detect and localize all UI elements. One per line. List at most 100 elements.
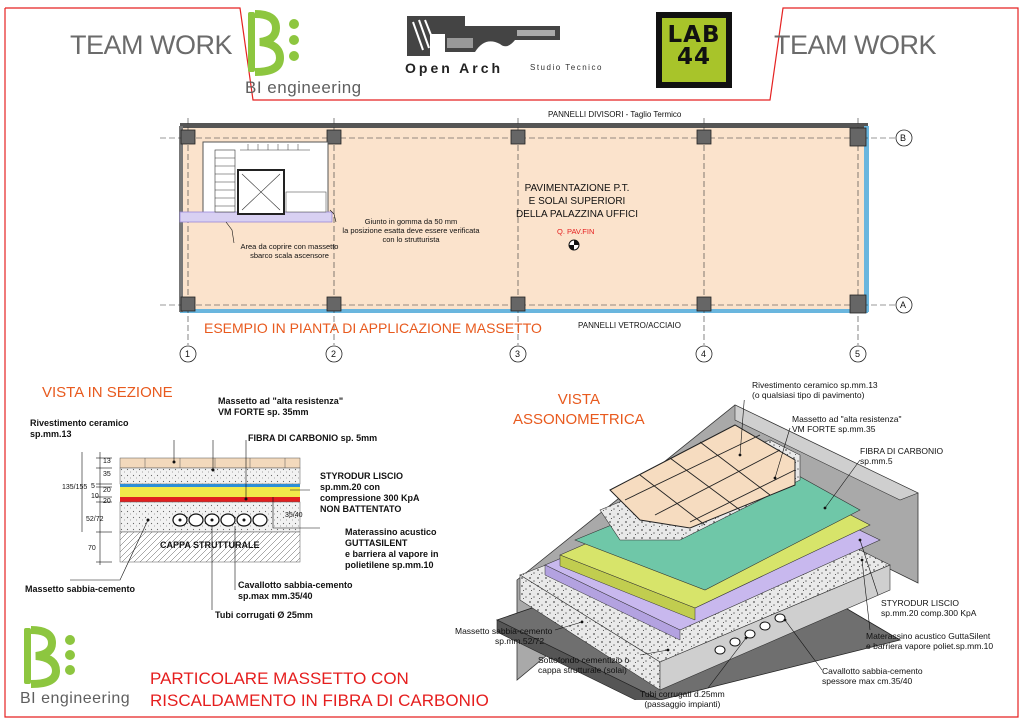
footer-title-2: RISCALDAMENTO IN FIBRA DI CARBONIO xyxy=(150,691,489,710)
footer-title-1: PARTICOLARE MASSETTO CON xyxy=(150,669,409,688)
dim-35-40: 35/40 xyxy=(285,512,303,519)
grid-col-3: 3 xyxy=(515,349,521,359)
dim-5: 5 xyxy=(91,483,95,490)
section-styrodur-3: compressione 300 KpA xyxy=(320,493,420,503)
axo-styrodur: STYRODUR LISCIO sp.mm.20 comp.300 KpA xyxy=(881,598,976,618)
bi-engineering-logo-footer xyxy=(24,626,75,688)
lab44-logo: LAB 44 xyxy=(656,12,732,88)
section-materassino-1: Materassino acustico xyxy=(345,527,437,537)
axo-fibra: FIBRA DI CARBONIO sp.mm.5 xyxy=(860,446,943,466)
plan-center-title-2: E SOLAI SUPERIORI xyxy=(528,196,626,207)
axo-massetto-alta-2: VM FORTE sp.mm.35 xyxy=(792,424,876,434)
section-cavallotto-1: Cavallotto sabbia-cemento xyxy=(238,580,353,590)
grid-col-4: 4 xyxy=(701,349,707,359)
axo-materassino-1: Materassino acustico GuttaSilent xyxy=(866,631,991,641)
dim-20b: 20 xyxy=(103,498,111,505)
axo-cavallotto-1: Cavallotto sabbia-cemento xyxy=(822,666,923,676)
plan-center-title-1: PAVIMENTAZIONE P.T. xyxy=(524,183,630,194)
bi-engineering-footer-text: BI engineering xyxy=(20,690,131,707)
axo-cavallotto-2: spessore max cm.35/40 xyxy=(822,676,913,686)
axo-rivestimento-2: (o qualsiasi tipo di pavimento) xyxy=(752,390,865,400)
dim-52-72: 52/72 xyxy=(86,516,104,523)
axo-massetto-sabbia-1: Massetto sabbia-cemento xyxy=(455,626,553,636)
note-joint-1: Giunto in gomma da 50 mm xyxy=(364,217,458,226)
plan-example-title: ESEMPIO IN PIANTA DI APPLICAZIONE MASSET… xyxy=(204,320,542,336)
axo-styrodur-2: sp.mm.20 comp.300 KpA xyxy=(881,608,977,618)
open-arch-logo xyxy=(407,16,560,56)
section-massetto-alta: Massetto ad "alta resistenza" VM FORTE s… xyxy=(218,396,343,418)
section-cavallotto: Cavallotto sabbia-cemento sp.max mm.35/4… xyxy=(238,580,353,602)
axo-rivestimento: Rivestimento ceramico sp.mm.13 (o qualsi… xyxy=(752,380,878,400)
plan-top-label: PANNELLI DIVISORI - Taglio Termico xyxy=(548,110,682,119)
grid-col-2: 2 xyxy=(331,349,337,359)
level-label: Q. PAV.FIN xyxy=(557,227,595,236)
axo-fibra-2: sp.mm.5 xyxy=(860,456,893,466)
floor-plan xyxy=(160,118,895,345)
axo-massetto-alta-1: Massetto ad "alta resistenza" xyxy=(792,414,902,424)
section-materassino: Materassino acustico GUTTASILENT e barri… xyxy=(345,527,439,571)
lab44-line1: LAB xyxy=(667,22,721,48)
section-title: VISTA IN SEZIONE xyxy=(42,384,173,401)
note-area: Area da coprire con massetto sbarco scal… xyxy=(232,242,347,260)
grid-col-1: 1 xyxy=(185,349,191,359)
grid-col-5: 5 xyxy=(855,349,861,359)
note-area-1: Area da coprire con massetto xyxy=(240,242,339,251)
grid-markers xyxy=(179,129,913,363)
axo-materassino: Materassino acustico GuttaSilent e barri… xyxy=(866,631,993,651)
section-rivestimento-2: sp.mm.13 xyxy=(30,429,72,439)
section-styrodur-1: STYRODUR LISCIO xyxy=(320,471,404,481)
section-materassino-2: GUTTASILENT xyxy=(345,538,408,548)
open-arch-text: Open Arch xyxy=(405,60,504,76)
plan-bottom-label: PANNELLI VETRO/ACCIAIO xyxy=(578,321,681,330)
dim-20a: 20 xyxy=(103,487,111,494)
bi-engineering-text: BI engineering xyxy=(245,78,362,97)
section-cavallotto-2: sp.max mm.35/40 xyxy=(238,591,313,601)
section-materassino-4: polietilene sp.mm.10 xyxy=(345,560,434,570)
axo-sottofondo: Sottofondo cementizio o cappa struttural… xyxy=(538,655,629,675)
team-work-left: TEAM WORK xyxy=(70,30,233,60)
plan-center-title: PAVIMENTAZIONE P.T. E SOLAI SUPERIORI DE… xyxy=(512,182,642,221)
axo-massetto-alta: Massetto ad "alta resistenza" VM FORTE s… xyxy=(792,414,902,434)
note-joint: Giunto in gomma da 50 mm la posizione es… xyxy=(336,217,486,244)
section-massetto-alta-1: Massetto ad "alta resistenza" xyxy=(218,396,344,406)
axo-rivestimento-1: Rivestimento ceramico sp.mm.13 xyxy=(752,380,878,390)
studio-tecnico-text: Studio Tecnico xyxy=(530,63,603,72)
axo-massetto-sabbia-2: sp.mm.52/72 xyxy=(495,636,545,646)
dim-135-155: 135/155 xyxy=(62,484,88,491)
note-joint-3: con lo strutturista xyxy=(382,235,440,244)
axonometric-drawing xyxy=(495,400,919,700)
axo-tubi-2: (passaggio impianti) xyxy=(644,699,721,709)
section-massetto-alta-2: VM FORTE sp. 35mm xyxy=(218,407,309,417)
section-cappa: CAPPA STRUTTURALE xyxy=(160,540,260,550)
axo-tubi: Tubi corrugati d.25mm (passaggio impiant… xyxy=(640,689,725,709)
axo-title: VISTA ASSONOMETRICA xyxy=(513,390,645,430)
axo-massetto-sabbia: Massetto sabbia-cemento sp.mm.52/72 xyxy=(455,626,552,646)
note-joint-2: la posizione esatta deve essere verifica… xyxy=(342,226,480,235)
axo-title-1: VISTA xyxy=(557,391,600,408)
dim-10: 10 xyxy=(91,493,99,500)
axo-sottofondo-2: cappa strutturale (solai) xyxy=(538,665,627,675)
dim-13: 13 xyxy=(103,458,111,465)
axo-tubi-1: Tubi corrugati d.25mm xyxy=(640,689,725,699)
dim-70: 70 xyxy=(88,545,96,552)
grid-row-b: B xyxy=(900,133,907,143)
section-tubi: Tubi corrugati Ø 25mm xyxy=(215,610,313,620)
section-fibra: FIBRA DI CARBONIO sp. 5mm xyxy=(248,433,378,443)
team-work-right: TEAM WORK xyxy=(774,30,937,60)
section-rivestimento-1: Rivestimento ceramico xyxy=(30,418,129,428)
axo-materassino-2: e barriera vapore poliet.sp.mm.10 xyxy=(866,641,994,651)
section-drawing xyxy=(70,440,320,610)
note-area-2: sbarco scala ascensore xyxy=(250,251,329,260)
dim-35: 35 xyxy=(103,471,111,478)
bi-engineering-logo xyxy=(248,10,299,76)
section-rivestimento: Rivestimento ceramico sp.mm.13 xyxy=(30,418,129,440)
grid-row-a: A xyxy=(900,300,907,310)
section-styrodur-2: sp.mm.20 con xyxy=(320,482,381,492)
axo-styrodur-1: STYRODUR LISCIO xyxy=(881,598,959,608)
footer-title: PARTICOLARE MASSETTO CON RISCALDAMENTO I… xyxy=(150,668,489,712)
section-massetto-sabbia: Massetto sabbia-cemento xyxy=(25,584,136,594)
section-styrodur-4: NON BATTENTATO xyxy=(320,504,402,514)
section-styrodur: STYRODUR LISCIO sp.mm.20 con compression… xyxy=(320,471,420,515)
